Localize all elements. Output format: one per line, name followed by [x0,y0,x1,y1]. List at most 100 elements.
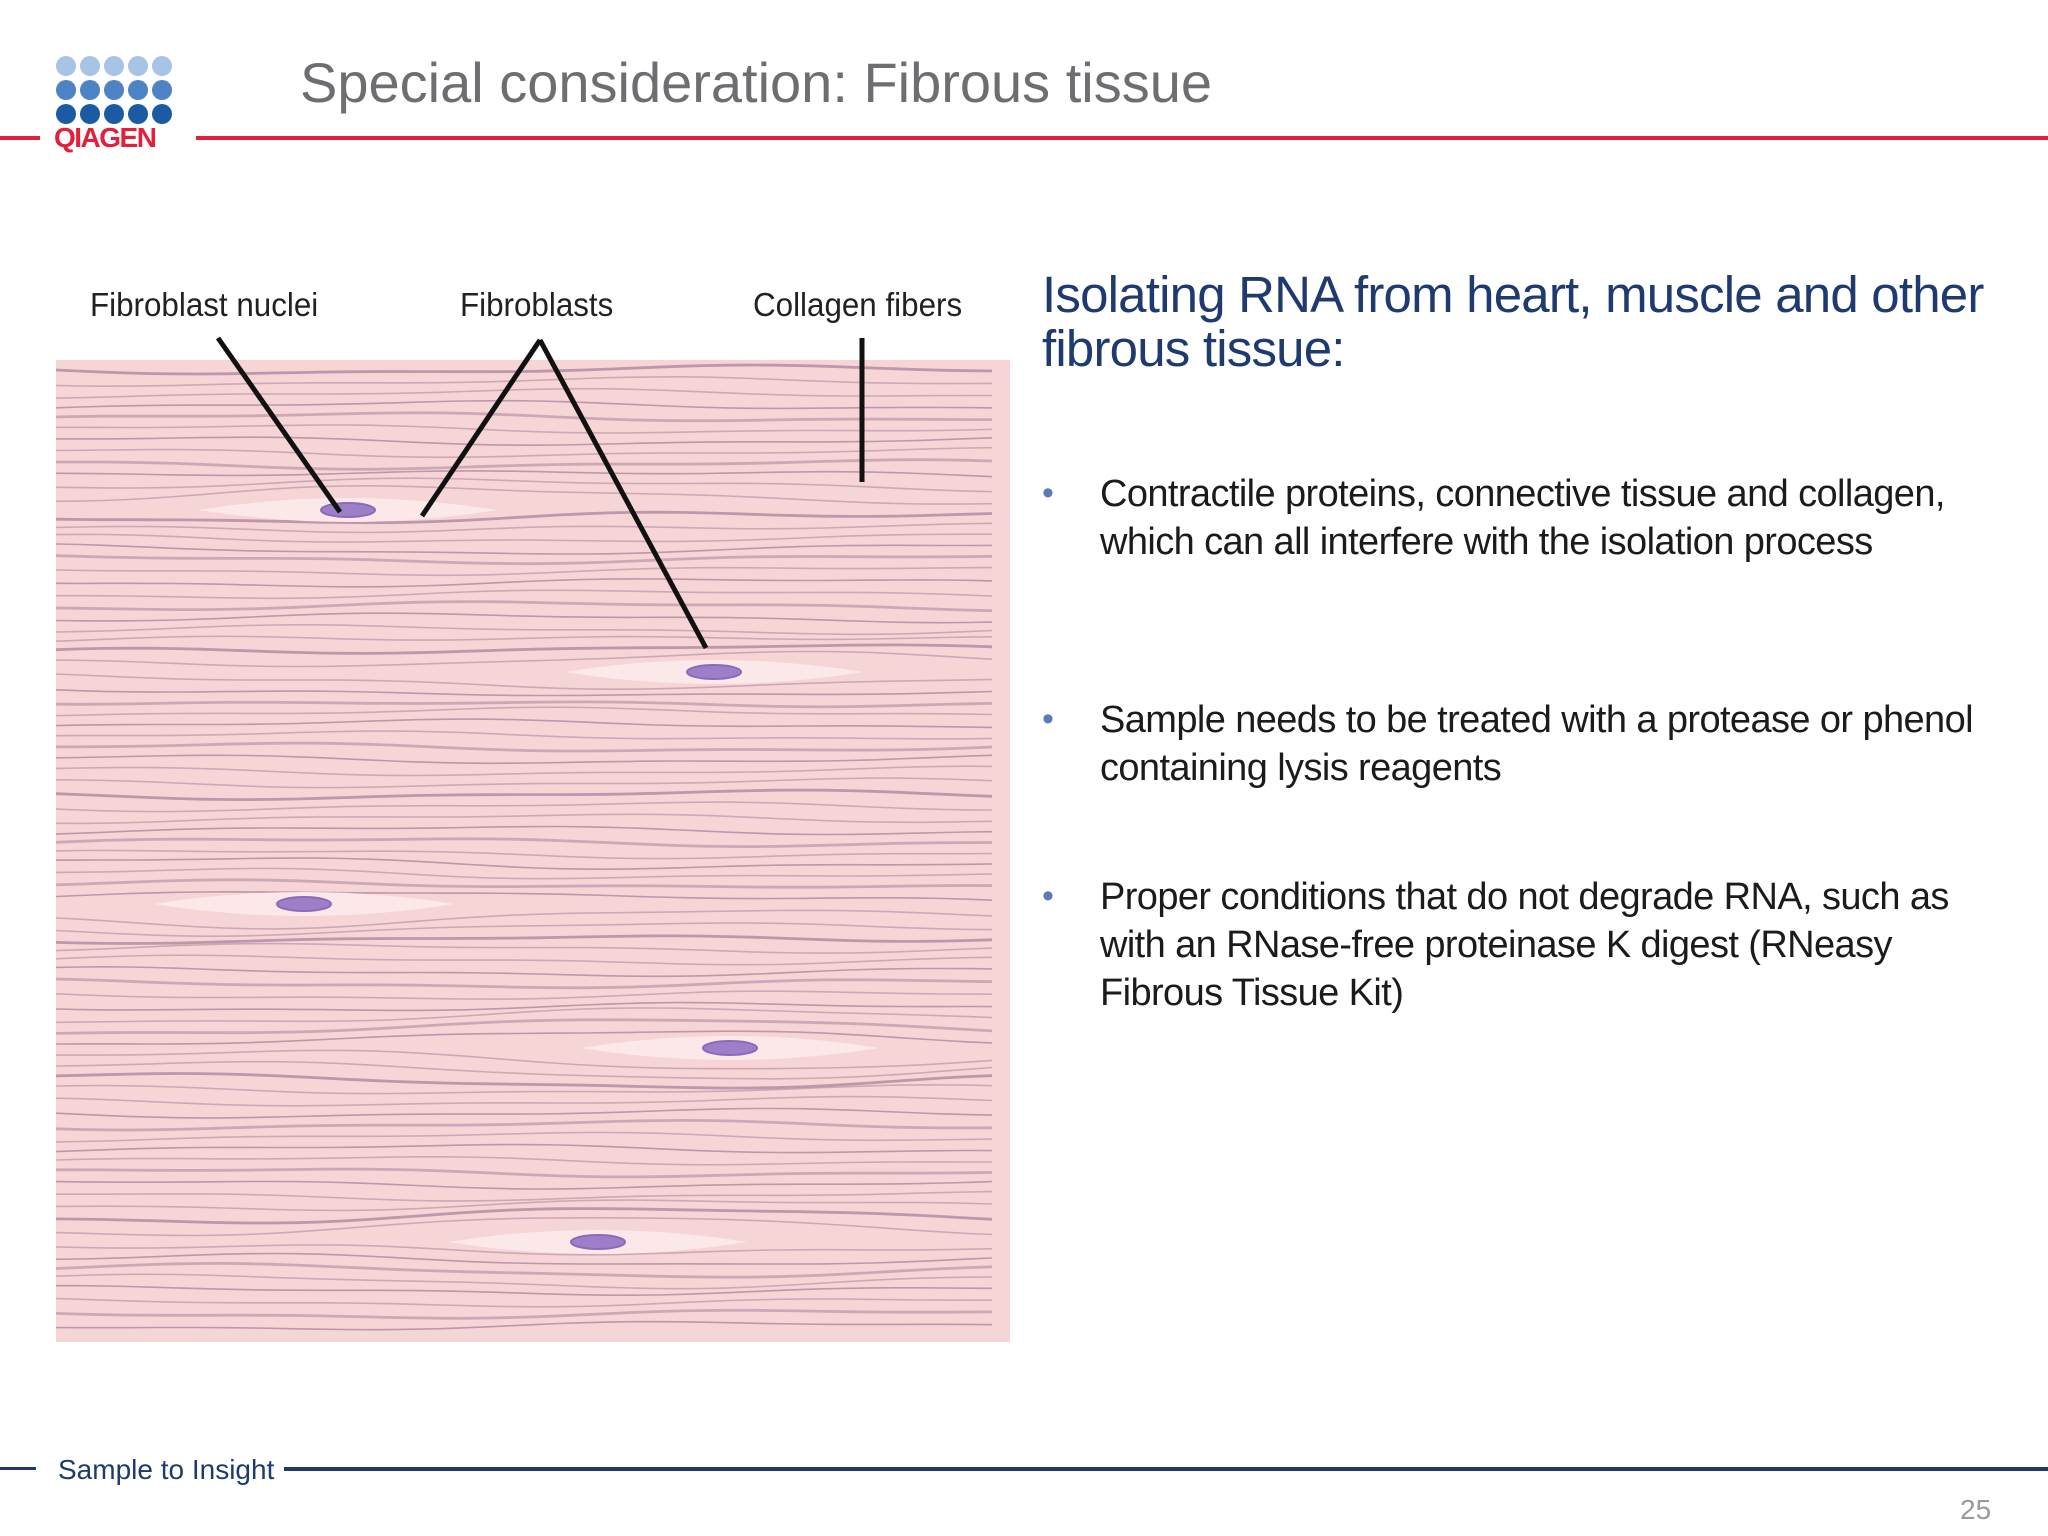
collagen-fiber [56,1190,993,1202]
fibroblast-nucleus [570,1234,626,1250]
collagen-fiber [55,477,993,493]
collagen-fiber [55,1156,992,1166]
logo-wordmark: QIAGEN [54,122,157,153]
collagen-fiber [55,867,993,880]
collagen-fiber [55,1199,993,1212]
collagen-fiber [55,399,993,410]
collagen-fiber [55,1030,993,1045]
logo-dot [152,56,172,76]
collagen-fiber [55,718,993,729]
collagen-fiber [55,1308,993,1320]
collagen-fiber [55,470,993,478]
collagen-fiber [55,643,993,655]
collagen-fiber [55,1084,993,1095]
collagen-fiber [55,1095,993,1107]
logo-dot [56,80,76,100]
collagen-fiber [55,1107,993,1119]
collagen-fiber [55,1252,993,1265]
collagen-fiber [55,1060,993,1080]
collagen-fiber [56,436,993,447]
logo-dot-grid-icon [56,56,176,124]
logo-dot [104,104,124,124]
logo-dot [128,80,148,100]
collagen-fiber [55,375,993,388]
qiagen-logo: QIAGEN [52,52,182,153]
collagen-fiber [55,612,993,624]
collagen-fiber [55,1131,993,1143]
collagen-fiber [55,635,993,642]
collagen-fiber [55,801,993,813]
collagen-fiber [55,942,993,954]
fibroblast-nucleus [702,1040,758,1056]
collagen-fiber [55,878,993,889]
collagen-fiber [55,1072,993,1090]
logo-dot [128,56,148,76]
collagen-fiber [55,387,992,399]
collagen-fiber [55,673,993,690]
collagen-fiber [55,1297,992,1308]
bullet-text: Sample needs to be treated with a protea… [1100,699,1974,789]
page-number: 25 [1960,1494,1992,1525]
collagen-fiber [55,954,993,966]
bullet-text: Proper conditions that do not degrade RN… [1100,876,1949,1014]
collagen-fiber [56,458,993,471]
collagen-fiber [56,424,993,434]
label-pointer-group [215,336,865,650]
collagen-fiber [55,1143,993,1154]
collagen-fiber [55,909,993,930]
collagen-fiber [55,813,993,825]
logo-dot [56,104,76,124]
collagen-fiber [55,1007,993,1024]
fibroblast-nucleus [320,502,376,518]
collagen-fiber [55,990,993,1000]
collagen-fiber [55,1217,993,1237]
collagen-fiber [56,1284,993,1296]
logo-dot [56,56,76,76]
logo-dot [152,80,172,100]
logo-dot [80,104,100,124]
collagen-fiber [56,741,993,753]
collagen-fiber [55,754,993,765]
logo-dot [128,104,148,124]
fibroblast-cell-group [154,498,880,1254]
collagen-fiber [55,825,993,836]
bullet-text: Contractile proteins, connective tissue … [1100,473,1945,563]
pointer-line-fibroblast-2 [537,338,709,650]
collagen-fiber [55,706,993,717]
collagen-fiber [55,510,993,525]
fibrous-tissue-figure: Fibroblast nuclei Fibroblasts Collagen f… [55,280,1010,1342]
collagen-fiber [55,600,993,613]
collagen-fiber [55,522,993,534]
header-rule-left [0,136,40,140]
collagen-fiber [55,1261,993,1279]
logo-dot [80,80,100,100]
collagen-fiber [55,922,993,937]
collagen-fiber [55,700,993,709]
collagen-fiber [55,446,993,459]
collagen-fiber [56,857,993,871]
label-fibroblast-nuclei: Fibroblast nuclei [90,286,319,323]
collagen-fiber [55,650,993,668]
collagen-fiber [55,849,993,860]
collagen-fiber [55,934,993,945]
label-fibroblasts: Fibroblasts [460,286,614,323]
collagen-fiber [55,578,993,588]
collagen-fiber [55,1180,993,1190]
label-collagen-fibers: Collagen fibers [753,286,963,323]
footer-rule-left [0,1467,36,1470]
collagen-fiber [55,624,993,636]
bullet-marker: • [1042,474,1054,512]
collagen-fiber [55,965,993,978]
collagen-fiber [55,484,993,505]
collagen-fiber [55,1207,993,1225]
logo-dot [152,104,172,124]
collagen-fiber [55,777,993,789]
collagen-fiber [55,1118,993,1132]
collagen-fiber [55,1001,993,1012]
collagen-fiber [55,566,993,577]
collagen-fiber [55,543,993,555]
tissue-illustration [55,336,1010,1342]
logo-dot [104,80,124,100]
collagen-fiber [56,589,993,600]
